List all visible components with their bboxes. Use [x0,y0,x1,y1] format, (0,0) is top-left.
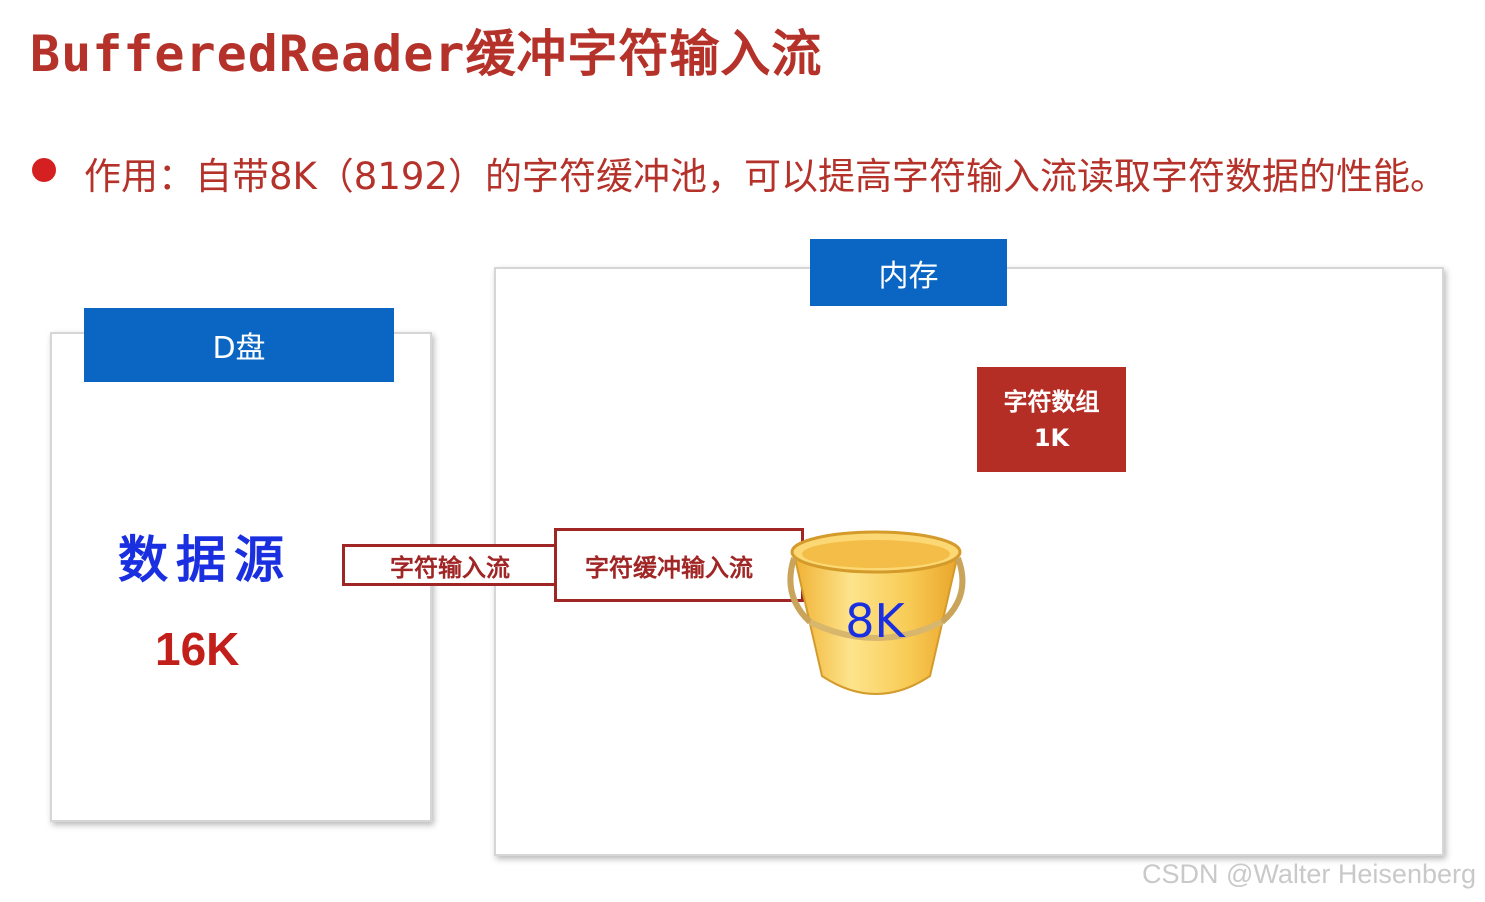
watermark: CSDN @Walter Heisenberg [1142,859,1477,889]
buffer-size-label: 8K [845,594,905,648]
char-input-stream-pipe: 字符输入流 [342,544,558,586]
buffered-input-stream-label: 字符缓冲输入流 [585,553,753,582]
char-array-label: 字符数组 [1003,387,1100,416]
description-text: 作用：自带8K（8192）的字符缓冲池，可以提高字符输入流读取字符数据的性能。 [84,155,1447,198]
bucket-icon [787,530,966,695]
char-array-block: 字符数组 1K [977,367,1126,472]
bullet-dot-icon [32,158,56,182]
memory-header: 内存 [810,239,1007,306]
data-source-size: 16K [155,623,240,675]
char-input-stream-label: 字符输入流 [390,553,510,582]
title-chinese: 缓冲字符输入流 [465,25,823,83]
buffered-input-stream-pipe: 字符缓冲输入流 [554,528,804,602]
data-source-label: 数据源 [118,531,292,589]
page-title: BufferedReader缓冲字符输入流 [30,14,822,86]
title-english: BufferedReader [30,25,466,83]
char-array-size: 1K [1033,423,1070,452]
disk-header: D盘 [84,308,394,382]
